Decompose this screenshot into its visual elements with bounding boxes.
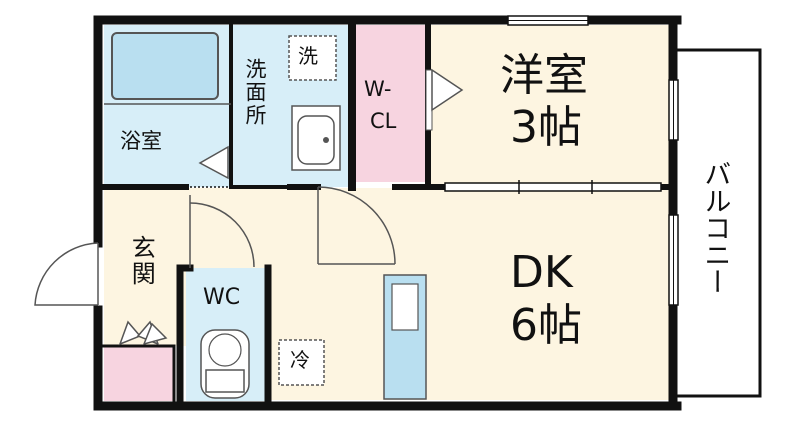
entrance-fill [104,188,186,346]
balcony-label: バルコニー [699,160,731,295]
washroom-label: 洗面所 [243,58,268,127]
fridge-label: 冷 [290,348,310,372]
closet-fill [352,25,428,182]
dk-fill [268,188,671,400]
shoe-box-fill [104,346,174,401]
washer-label: 洗 [298,44,318,68]
entrance-label: 玄関 [127,235,156,287]
western-room-label: 洋室 [500,50,588,101]
dk-label: DK [510,247,573,298]
western-room-size: 3帖 [510,102,582,153]
entrance-door-arc [34,242,99,306]
fridge-space [278,339,325,386]
bath-label: 浴室 [120,129,162,153]
western-room-fill [428,25,671,185]
wc-label: WC [203,285,241,310]
washer-pan [288,35,337,81]
closet-label-line1: W- [364,77,392,101]
dk-size: 6帖 [510,300,582,351]
bathtub [111,32,219,100]
hall-fill [186,188,276,268]
closet-label-line2: CL [370,109,397,133]
